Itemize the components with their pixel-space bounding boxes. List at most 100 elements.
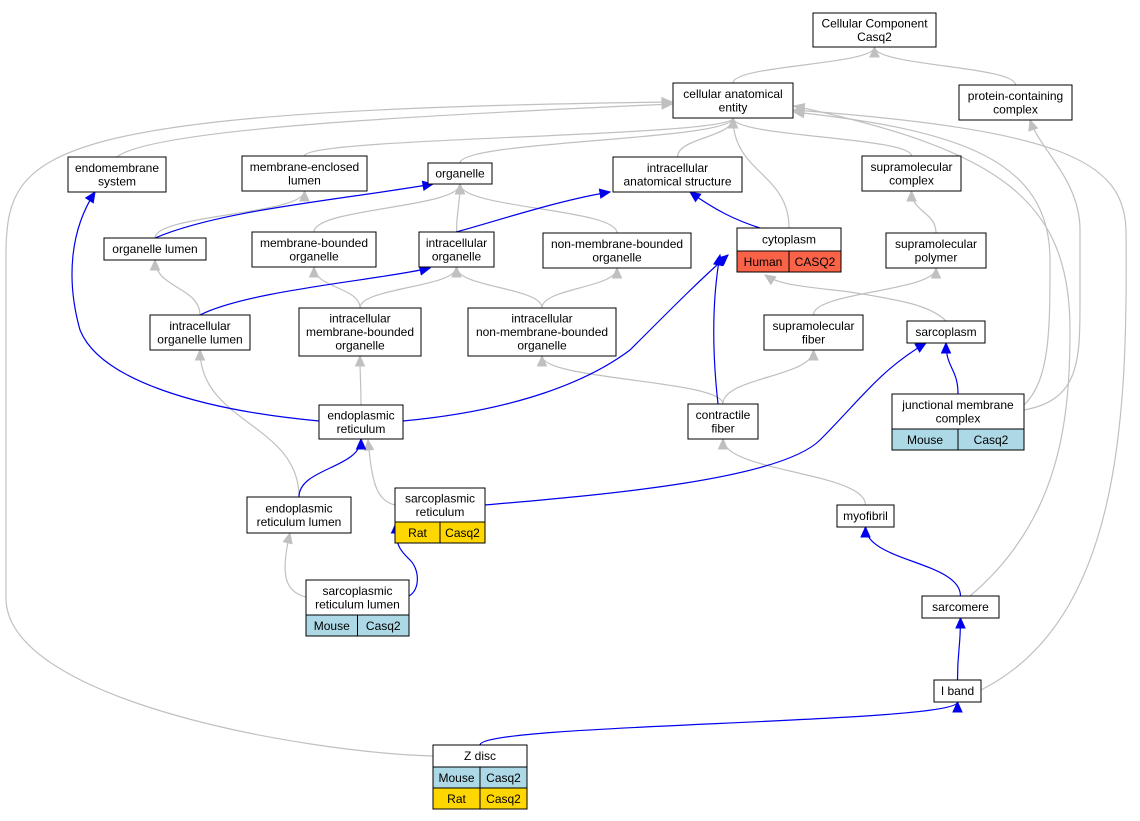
edge-srl-to-erl	[282, 531, 307, 598]
node-box	[687, 403, 759, 440]
node-box	[812, 12, 937, 48]
node-box	[836, 504, 895, 528]
edge-suprap-to-suprac	[906, 189, 937, 234]
edge-suprac-to-cae	[727, 116, 913, 157]
edge-line	[71, 191, 320, 422]
species-label: Rat	[408, 526, 427, 540]
edge-line	[873, 46, 1017, 86]
edge-arrowhead	[354, 354, 366, 367]
edge-line	[732, 117, 913, 157]
edge-arrowhead	[914, 342, 928, 353]
edge-arrowhead	[869, 45, 880, 58]
edge-line	[541, 355, 724, 405]
node-sarcomere[interactable]: sarcomere	[921, 595, 1000, 619]
edge-line	[313, 266, 361, 309]
node-box	[427, 162, 493, 185]
edge-line	[713, 254, 721, 405]
edge-line	[864, 526, 962, 597]
node-label: intracellular	[511, 312, 572, 326]
node-orglumen[interactable]: organelle lumen	[103, 237, 207, 261]
gene-label: Casq2	[974, 433, 1009, 447]
edge-line	[689, 191, 761, 229]
edge-line	[1023, 119, 1081, 411]
node-box	[763, 314, 864, 351]
edge-pcc-to-root	[869, 45, 1017, 86]
gene-cell	[957, 428, 1025, 451]
node-label: organelle	[435, 167, 485, 181]
node-box	[612, 156, 743, 193]
edge-supraf-to-suprap	[812, 266, 942, 316]
node-label: endoplasmic	[327, 408, 394, 422]
edge-arrowhead	[363, 438, 375, 451]
node-box	[861, 155, 962, 192]
node-box	[298, 307, 422, 357]
edge-arrowhead	[598, 188, 612, 199]
node-inmbo[interactable]: intracellularnon-membrane-boundedorganel…	[467, 307, 617, 357]
node-label: intracellular	[169, 319, 230, 333]
edge-line	[359, 266, 458, 309]
species-label: Rat	[447, 792, 466, 806]
edge-jmc-to-sarcoplasm	[940, 341, 959, 395]
edge-arrowhead	[282, 531, 293, 545]
edge-arrowhead	[860, 525, 871, 538]
node-label: cellular anatomical	[683, 87, 782, 101]
edge-arrowhead	[84, 190, 96, 204]
node-label: reticulum lumen	[315, 597, 400, 611]
edge-line	[793, 105, 1071, 597]
edge-imbo-to-mbo	[308, 265, 361, 309]
edge-sarcoplasm-to-cyto	[763, 274, 947, 322]
node-label: membrane-enclosed	[250, 160, 359, 174]
species-label: Human	[744, 255, 783, 269]
edge-arrowhead	[661, 96, 674, 108]
node-sarcoplasm[interactable]: sarcoplasm	[906, 320, 986, 344]
edge-line	[313, 183, 461, 233]
edge-arrowhead	[308, 265, 320, 278]
node-myofibril[interactable]: myofibril	[836, 504, 895, 528]
edge-arrowhead	[955, 616, 966, 629]
edge-arrowhead	[299, 189, 310, 202]
edge-zdisc-to-iband	[479, 700, 963, 746]
edge-line	[402, 254, 729, 422]
gene-cell	[357, 614, 410, 637]
node-iband[interactable]: I band	[933, 679, 982, 703]
edge-cae-to-root	[732, 45, 880, 84]
node-label: non-membrane-bounded	[551, 237, 683, 251]
edge-cyto-to-ias	[689, 191, 761, 229]
edge-line	[367, 439, 396, 506]
node-box	[418, 231, 495, 268]
node-organelle[interactable]: organelle	[427, 162, 493, 185]
edge-cfiber-to-cyto	[712, 253, 724, 405]
node-label: complex	[889, 173, 934, 187]
edge-arrowhead	[536, 354, 548, 367]
edge-cfiber-to-supraf	[722, 348, 819, 405]
node-label: complex	[936, 411, 981, 425]
node-label: organelle	[592, 250, 642, 264]
node-label: protein-containing	[968, 89, 1063, 103]
node-box	[246, 496, 352, 534]
edge-arrowhead	[763, 274, 777, 286]
edge-arrowhead	[689, 191, 702, 203]
